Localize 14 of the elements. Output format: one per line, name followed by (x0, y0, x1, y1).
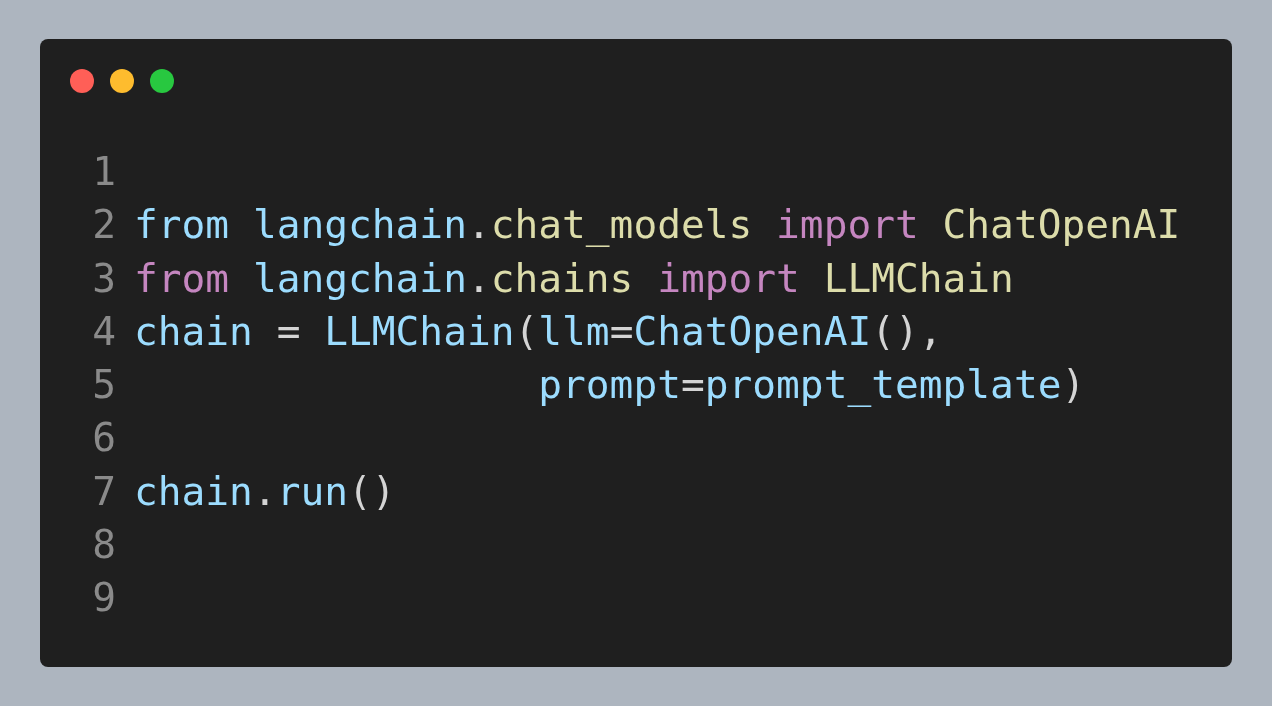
code-line: chain.run() (134, 467, 396, 516)
line-number: 6 (91, 414, 116, 462)
line-number: 9 (91, 574, 116, 622)
line-number: 4 (91, 307, 116, 356)
code-line: from langchain.chat_models import ChatOpenAI (134, 201, 1181, 249)
line-number: 1 (91, 147, 116, 196)
code-line: prompt=prompt_template) (538, 361, 1086, 409)
line-number: 5 (91, 361, 116, 409)
line-number: 8 (91, 521, 116, 569)
code-line: chain = LLMChain(llm=ChatOpenAI(), (134, 307, 943, 356)
line-number: 2 (91, 201, 116, 249)
code-line: from langchain.chains import LLMChain (134, 254, 1014, 302)
line-number: 7 (91, 467, 116, 516)
line-number: 3 (91, 254, 116, 302)
